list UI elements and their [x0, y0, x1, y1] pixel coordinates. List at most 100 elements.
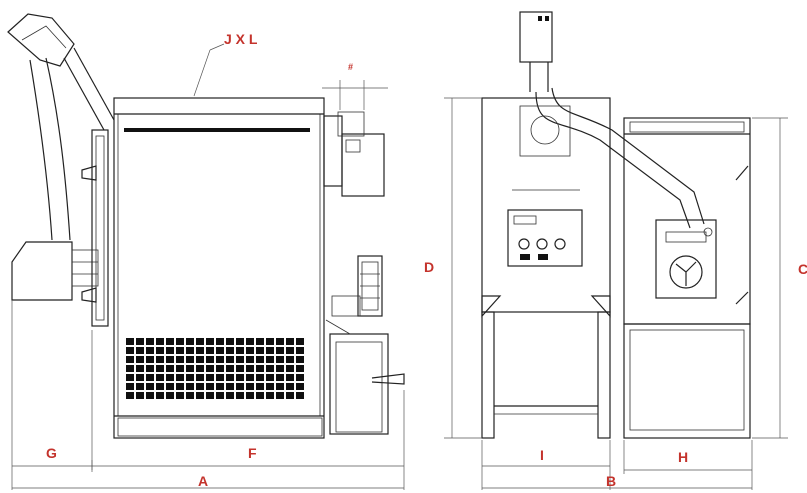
vent-cell: [226, 347, 234, 354]
vent-cell: [186, 356, 194, 363]
control-knob-2: [536, 238, 548, 250]
fan-unit: [655, 219, 717, 299]
vent-cell: [246, 365, 254, 372]
vent-cell: [216, 383, 224, 390]
vent-cell: [186, 347, 194, 354]
vent-cell: [216, 374, 224, 381]
top-vent-strip: [124, 128, 310, 132]
vent-cell: [176, 338, 184, 345]
vent-cell: [286, 383, 294, 390]
label-g: G: [46, 445, 57, 461]
vent-cell: [166, 374, 174, 381]
vent-cell: [216, 365, 224, 372]
front-body: [481, 97, 611, 313]
feed-pipe: [29, 59, 53, 241]
vent-cell: [206, 392, 214, 399]
boiler-body: [113, 97, 325, 439]
vent-cell: [266, 338, 274, 345]
vent-cell: [156, 356, 164, 363]
vent-cell: [156, 383, 164, 390]
vent-cell: [296, 347, 304, 354]
vent-cell: [276, 356, 284, 363]
rear-lever-lower: [735, 291, 749, 305]
vent-cell: [176, 347, 184, 354]
vent-cell: [176, 374, 184, 381]
vent-cell: [126, 338, 134, 345]
vent-cell: [186, 383, 194, 390]
vent-cell: [246, 356, 254, 363]
vent-cell: [226, 392, 234, 399]
vent-cell: [126, 374, 134, 381]
vent-cell: [196, 347, 204, 354]
label-hash: #: [348, 62, 353, 72]
bottom-vent-grid: [126, 338, 304, 399]
vent-cell: [226, 374, 234, 381]
vent-cell: [216, 338, 224, 345]
vent-cell: [236, 374, 244, 381]
hopper-box: [11, 241, 73, 301]
control-knob-3: [554, 238, 566, 250]
vent-cell: [296, 383, 304, 390]
vent-cell: [276, 383, 284, 390]
vent-cell: [156, 392, 164, 399]
vent-cell: [286, 356, 294, 363]
vent-cell: [236, 356, 244, 363]
label-d: D: [424, 259, 434, 275]
vent-cell: [156, 374, 164, 381]
vent-cell: [296, 365, 304, 372]
vent-cell: [296, 374, 304, 381]
vent-cell: [246, 347, 254, 354]
vent-cell: [146, 338, 154, 345]
vent-cell: [206, 338, 214, 345]
vent-cell: [276, 338, 284, 345]
vent-cell: [206, 365, 214, 372]
vent-cell: [276, 347, 284, 354]
vent-cell: [226, 383, 234, 390]
vent-cell: [186, 365, 194, 372]
vent-cell: [296, 338, 304, 345]
vent-cell: [136, 356, 144, 363]
vent-cell: [216, 392, 224, 399]
vent-cell: [126, 347, 134, 354]
ash-container: [329, 333, 389, 435]
vent-cell: [146, 374, 154, 381]
vent-cell: [166, 356, 174, 363]
door-handle-upper: [81, 165, 97, 181]
vent-cell: [236, 338, 244, 345]
vent-cell: [246, 392, 254, 399]
vent-cell: [256, 383, 264, 390]
vent-cell: [246, 383, 254, 390]
vent-cell: [276, 365, 284, 372]
vent-cell: [286, 338, 294, 345]
burner-unit: [341, 133, 385, 197]
vent-cell: [266, 356, 274, 363]
motor: [357, 255, 383, 317]
vent-cell: [216, 347, 224, 354]
vent-cell: [196, 392, 204, 399]
vent-cell: [216, 356, 224, 363]
door-handle-lower: [81, 287, 97, 303]
vent-cell: [166, 347, 174, 354]
vent-cell: [236, 347, 244, 354]
vent-cell: [166, 338, 174, 345]
vent-cell: [286, 365, 294, 372]
vent-cell: [256, 365, 264, 372]
vent-cell: [166, 365, 174, 372]
fan-icon: [669, 255, 703, 289]
vent-cell: [256, 356, 264, 363]
vent-cell: [256, 338, 264, 345]
vent-cell: [286, 392, 294, 399]
vent-cell: [266, 392, 274, 399]
ash-handle: [371, 373, 405, 385]
vent-cell: [196, 356, 204, 363]
vent-cell: [146, 347, 154, 354]
front-dimensions: [444, 97, 752, 490]
vent-cell: [176, 356, 184, 363]
vent-cell: [166, 383, 174, 390]
vent-cell: [136, 374, 144, 381]
vent-cell: [176, 383, 184, 390]
side-dimensions: [11, 300, 405, 490]
vent-cell: [266, 374, 274, 381]
label-c: C: [798, 261, 807, 277]
